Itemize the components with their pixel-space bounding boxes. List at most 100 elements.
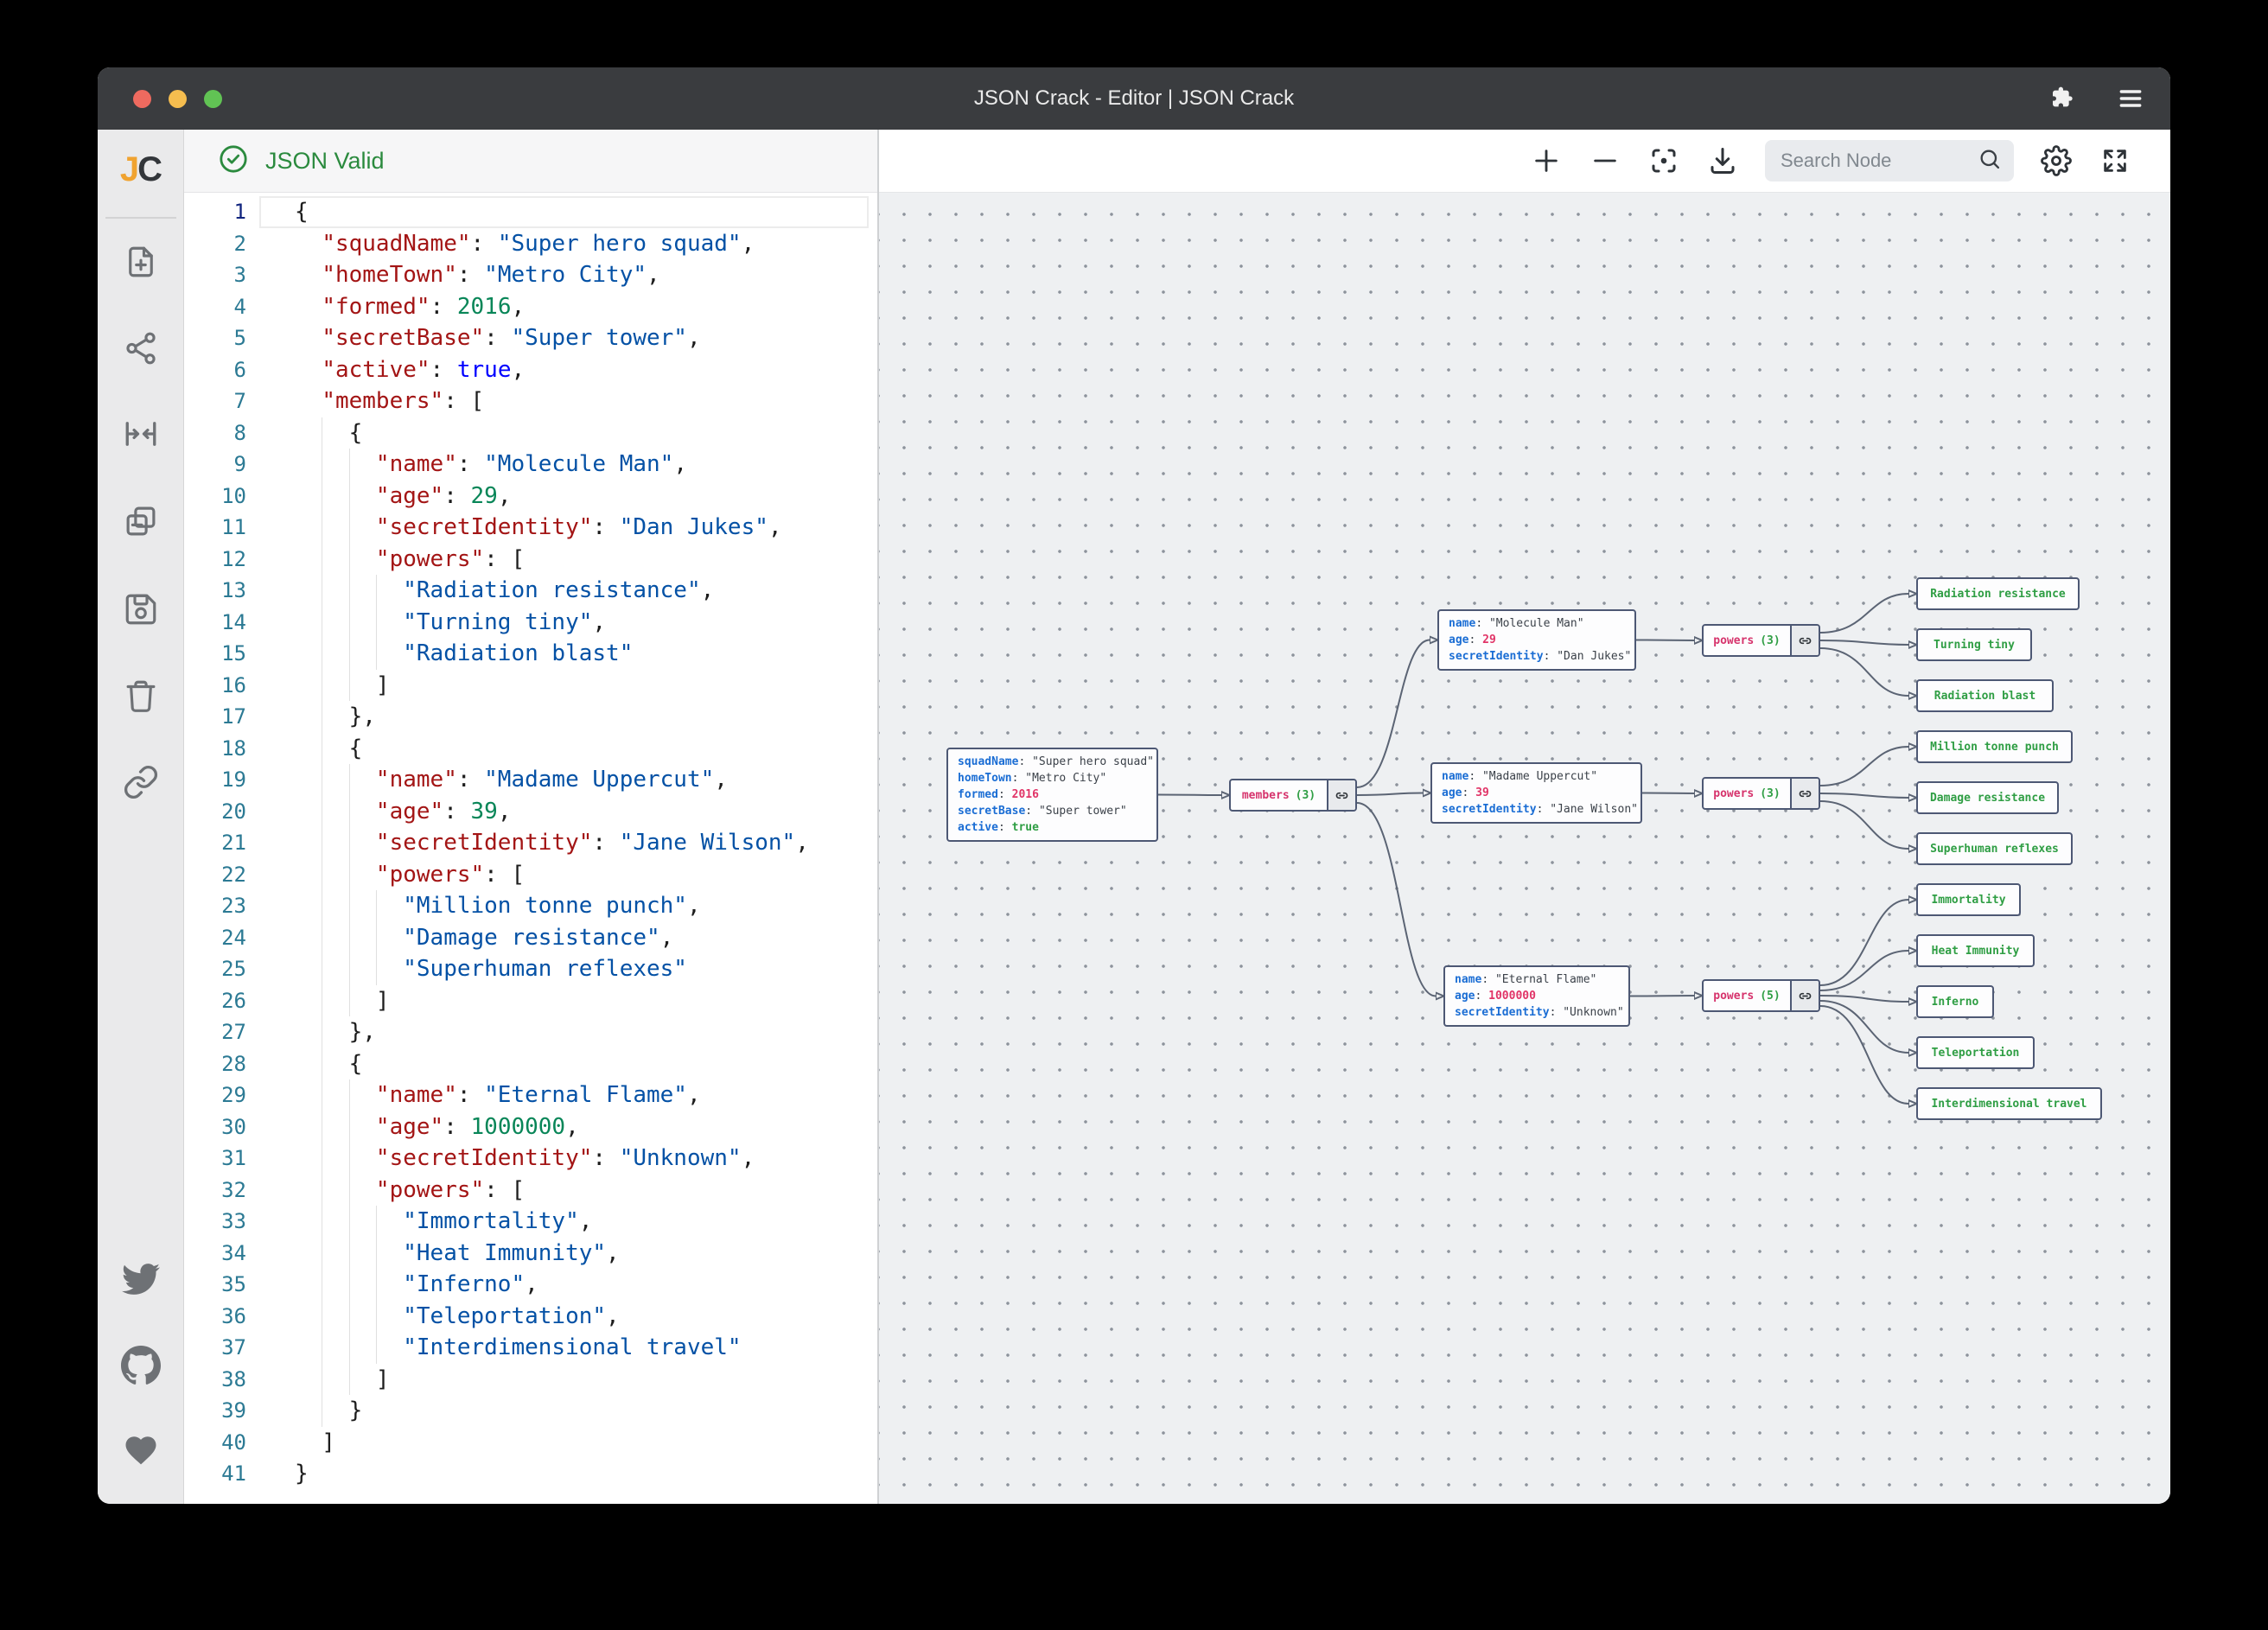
zoom-in-icon[interactable] xyxy=(1530,144,1563,177)
line-number: 41 xyxy=(221,1461,246,1486)
zoom-window-button[interactable] xyxy=(204,89,222,108)
graph-node-leaf-9[interactable]: Inferno xyxy=(1916,985,1994,1018)
graph-node-leaf-5[interactable]: Damage resistance xyxy=(1916,781,2059,814)
code-line[interactable]: "secretBase": "Super tower", xyxy=(322,325,701,351)
graph-node-powers-3[interactable]: powers(5) xyxy=(1702,979,1820,1012)
graph-node-leaf-3[interactable]: Radiation blast xyxy=(1916,679,2054,712)
code-line[interactable]: "Radiation blast" xyxy=(259,638,869,670)
code-line[interactable]: ] xyxy=(295,1429,335,1455)
code-line[interactable]: "powers": [ xyxy=(259,858,869,890)
code-line[interactable]: "Radiation resistance", xyxy=(259,575,869,607)
code-line[interactable]: "Immortality", xyxy=(259,1206,869,1238)
graph-canvas[interactable]: squadName: "Super hero squad"homeTown: "… xyxy=(879,193,2170,1504)
new-document-icon[interactable] xyxy=(121,242,161,282)
code-line[interactable]: } xyxy=(259,1395,869,1427)
download-icon[interactable] xyxy=(1706,144,1739,177)
graph-node-leaf-1[interactable]: Radiation resistance xyxy=(1916,577,2080,610)
code-line[interactable]: "homeTown": "Metro City", xyxy=(322,262,660,288)
code-line[interactable]: "members": [ xyxy=(322,388,485,414)
search-input[interactable] xyxy=(1781,150,1978,172)
code-line[interactable]: { xyxy=(259,196,869,228)
code-line[interactable]: "name": "Madame Uppercut", xyxy=(259,764,869,796)
delete-icon[interactable] xyxy=(121,676,161,716)
code-line[interactable]: "active": true, xyxy=(322,356,526,383)
code-line[interactable]: "Interdimensional travel" xyxy=(259,1332,869,1364)
search-icon[interactable] xyxy=(1978,147,2002,175)
code-line[interactable]: }, xyxy=(259,1016,869,1048)
fullscreen-icon[interactable] xyxy=(2099,144,2131,177)
main-content: JC xyxy=(98,130,2170,1504)
node-label: powers(3) xyxy=(1713,634,1781,647)
code-line[interactable]: "Inferno", xyxy=(259,1269,869,1301)
code-line[interactable]: "powers": [ xyxy=(259,543,869,575)
fold-nodes-icon[interactable] xyxy=(121,414,161,454)
code-line[interactable]: "Million tonne punch", xyxy=(259,890,869,922)
graph-node-leaf-8[interactable]: Heat Immunity xyxy=(1916,934,2035,967)
link-icon[interactable] xyxy=(121,762,161,802)
code-line[interactable]: "Heat Immunity", xyxy=(259,1237,869,1269)
code-line[interactable]: "name": "Molecule Man", xyxy=(259,449,869,481)
graph-edge xyxy=(1819,793,1908,798)
code-line[interactable]: "Superhuman reflexes" xyxy=(259,953,869,985)
heart-icon[interactable] xyxy=(121,1430,161,1470)
code-line[interactable]: "name": "Eternal Flame", xyxy=(259,1079,869,1111)
graph-node-leaf-10[interactable]: Teleportation xyxy=(1916,1036,2035,1069)
minimize-window-button[interactable] xyxy=(169,89,187,108)
code-line[interactable]: "powers": [ xyxy=(259,1174,869,1206)
code-line[interactable]: "secretIdentity": "Dan Jukes", xyxy=(259,512,869,544)
twitter-icon[interactable] xyxy=(121,1259,161,1299)
code-line[interactable]: }, xyxy=(259,701,869,733)
expand-link-icon[interactable] xyxy=(1790,626,1819,655)
expand-link-icon[interactable] xyxy=(1327,780,1355,810)
code-line[interactable]: { xyxy=(259,732,869,764)
code-line[interactable]: "secretIdentity": "Unknown", xyxy=(259,1143,869,1175)
menu-icon[interactable] xyxy=(2117,85,2144,112)
expand-link-icon[interactable] xyxy=(1790,779,1819,808)
close-window-button[interactable] xyxy=(133,89,151,108)
code-line[interactable]: "age": 29, xyxy=(259,480,869,512)
code-line[interactable]: } xyxy=(295,1461,309,1487)
focus-center-icon[interactable] xyxy=(1647,144,1680,177)
line-number: 9 xyxy=(233,452,246,476)
graph-node-leaf-7[interactable]: Immortality xyxy=(1916,883,2021,916)
code-line[interactable]: ] xyxy=(259,984,869,1016)
graph-edge xyxy=(1641,793,1694,794)
graph-node-leaf-6[interactable]: Superhuman reflexes xyxy=(1916,832,2073,865)
graph-node-powers-2[interactable]: powers(3) xyxy=(1702,777,1820,810)
code-line[interactable]: { xyxy=(259,1047,869,1079)
expand-link-icon[interactable] xyxy=(1790,981,1819,1010)
code-line[interactable]: { xyxy=(259,417,869,449)
graph-edge xyxy=(1819,995,1908,1002)
code-line[interactable]: "age": 39, xyxy=(259,795,869,827)
code-line[interactable]: ] xyxy=(259,1363,869,1395)
github-icon[interactable] xyxy=(120,1346,161,1385)
extension-puzzle-icon[interactable] xyxy=(2049,85,2077,112)
graph-node-leaf-4[interactable]: Million tonne punch xyxy=(1916,730,2073,763)
code-line[interactable]: "secretIdentity": "Jane Wilson", xyxy=(259,827,869,859)
graph-node-leaf-11[interactable]: Interdimensional travel xyxy=(1916,1087,2102,1120)
share-graph-icon[interactable] xyxy=(121,328,161,368)
graph-node-members[interactable]: members(3) xyxy=(1229,779,1357,812)
indent-guide xyxy=(348,1300,350,1332)
code-line[interactable]: "squadName": "Super hero squad", xyxy=(322,230,755,257)
graph-node-root[interactable]: squadName: "Super hero squad"homeTown: "… xyxy=(946,748,1158,842)
code-line[interactable]: "Damage resistance", xyxy=(259,921,869,953)
graph-node-leaf-2[interactable]: Turning tiny xyxy=(1916,628,2032,661)
code-line[interactable]: "Teleportation", xyxy=(259,1300,869,1332)
jsoncrack-logo[interactable]: JC xyxy=(119,150,162,188)
panel-splitter[interactable] xyxy=(877,130,879,1504)
settings-gear-icon[interactable] xyxy=(2040,144,2073,177)
save-icon[interactable] xyxy=(121,589,161,629)
line-number: 39 xyxy=(221,1398,246,1423)
zoom-out-icon[interactable] xyxy=(1589,144,1621,177)
code-line[interactable]: "formed": 2016, xyxy=(322,293,526,320)
copy-icon[interactable] xyxy=(121,501,161,541)
code-line[interactable]: "Turning tiny", xyxy=(259,606,869,638)
graph-node-powers-1[interactable]: powers(3) xyxy=(1702,624,1820,657)
code-line[interactable]: ] xyxy=(259,669,869,701)
code-line[interactable]: "age": 1000000, xyxy=(259,1111,869,1143)
